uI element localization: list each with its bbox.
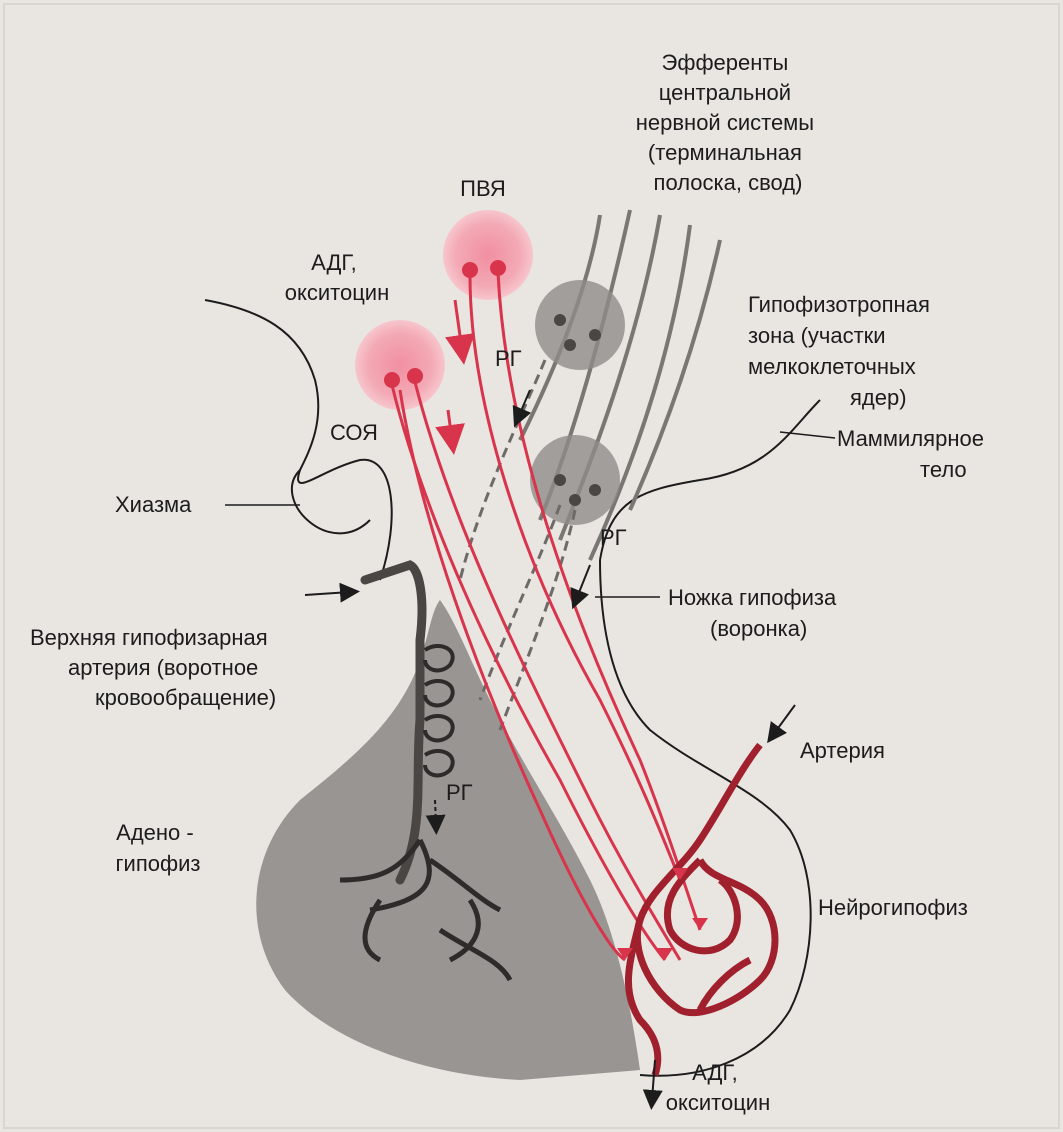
son-label: СОЯ — [330, 420, 378, 445]
rg-arrow-2 — [576, 565, 590, 600]
rg-label-3: РГ — [446, 780, 473, 805]
artery-label: Артерия — [800, 738, 885, 763]
mammillary-outline — [600, 400, 820, 560]
pvn-label: ПВЯ — [460, 176, 506, 201]
artery-inflow-arrow-left — [305, 592, 350, 595]
mammillary-label: Маммилярное тело — [837, 426, 990, 482]
stalk-label: Ножка гипофиза (воронка) — [668, 585, 842, 641]
chiasm-outline — [292, 470, 370, 533]
neuro-label: Нейрогипофиз — [818, 895, 968, 920]
leader-lines — [225, 432, 835, 597]
sup-artery-label: Верхняя гипофизарная артерия (воротное к… — [30, 625, 276, 710]
hypophysiotropic-label: Гипофизотропная зона (участки мелкоклето… — [748, 292, 936, 410]
pvn-nucleus — [443, 210, 533, 300]
adeno-label: Адено - гипофиз — [116, 820, 201, 876]
adh-outflow-arrow — [652, 1060, 655, 1100]
hypophysiotropic-cluster-upper — [535, 280, 625, 370]
rg-arrow-1 — [518, 390, 530, 418]
pvn-flow-arrow — [455, 300, 462, 350]
adh-bottom-label: АДГ, окситоцин — [666, 1060, 771, 1115]
rg-label-2: РГ — [600, 525, 627, 550]
adh-top-label: АДГ, окситоцин — [285, 250, 390, 305]
efferents-label: Эфференты центральной нервной системы (т… — [636, 50, 821, 195]
artery-inflow-arrow-right — [773, 705, 795, 735]
rg-label-1: РГ — [495, 346, 522, 371]
son-flow-arrow — [448, 410, 452, 440]
adenohypophysis-shape — [256, 600, 640, 1080]
chiasm-label: Хиазма — [115, 492, 192, 517]
